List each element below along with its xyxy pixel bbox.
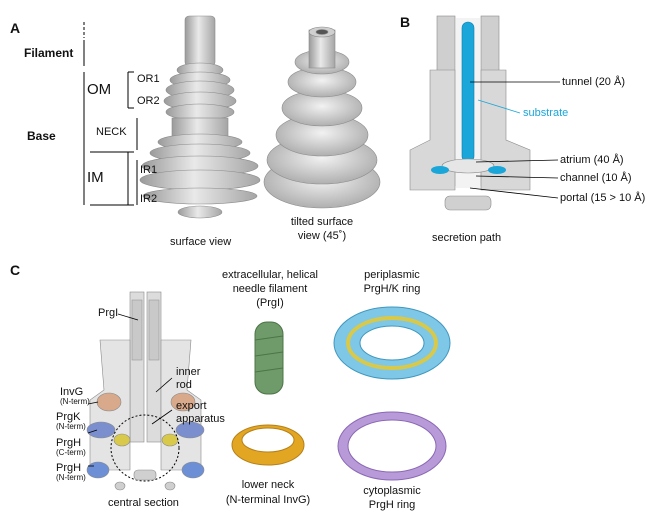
label-periplasmic-line2: PrgH/K ring — [363, 283, 421, 295]
label-ir2: IR2 — [140, 193, 158, 205]
periplasmic-ring-model — [333, 306, 451, 380]
label-periplasmic-line1: periplasmic — [364, 269, 420, 281]
label-im: IM — [87, 169, 104, 186]
panel-c-pointers — [87, 313, 173, 467]
label-prgh-n-sub: (N-term) — [56, 473, 86, 482]
label-base: Base — [27, 129, 56, 143]
label-or1: OR1 — [137, 73, 160, 85]
panel-b-pointers — [469, 81, 560, 199]
caption-tilted-line2: view (45˚) — [297, 230, 347, 242]
label-substrate: substrate — [523, 107, 569, 119]
label-prgk: PrgK — [56, 411, 81, 423]
panel-a-brackets — [83, 22, 138, 206]
lower-neck-ring-model — [231, 424, 305, 466]
label-cytoplasmic-line2: PrgH ring — [368, 499, 416, 511]
label-export-1: export — [176, 400, 207, 412]
caption-tilted-line1: tilted surface — [290, 216, 354, 228]
label-needle-line2: needle filament — [232, 283, 308, 295]
label-needle-line1: extracellular, helical — [222, 269, 318, 281]
label-channel: channel (10 Å) — [560, 172, 632, 184]
label-prgk-sub: (N-term) — [56, 422, 86, 431]
cytoplasmic-ring-model — [337, 411, 447, 481]
tilted-view-model — [263, 26, 381, 209]
label-export-2: apparatus — [176, 413, 225, 425]
secretion-path-model — [409, 15, 531, 211]
label-atrium: atrium (40 Å) — [560, 154, 624, 166]
label-prgh-n: PrgH — [56, 462, 82, 474]
label-portal: portal (15 > 10 Å) — [560, 192, 646, 204]
label-filament: Filament — [24, 46, 74, 60]
label-invg-sub: (N-term) — [60, 397, 90, 406]
label-om: OM — [87, 81, 112, 98]
label-or2: OR2 — [137, 95, 160, 107]
needle-filament-model — [254, 321, 284, 395]
caption-surface-view: surface view — [170, 236, 232, 248]
label-tunnel: tunnel (20 Å) — [562, 76, 625, 88]
panel-label-a: A — [10, 20, 21, 36]
panel-label-b: B — [400, 14, 411, 30]
label-neck: NECK — [96, 126, 127, 138]
label-lower-neck-line1: lower neck — [241, 479, 295, 491]
caption-central-section: central section — [108, 497, 179, 509]
caption-secretion-path: secretion path — [432, 232, 502, 244]
label-cytoplasmic-line1: cytoplasmic — [363, 485, 421, 497]
surface-view-model — [139, 15, 261, 219]
label-inner-rod-1: inner — [176, 366, 201, 378]
label-inner-rod-2: rod — [176, 379, 192, 391]
label-invg: InvG — [60, 386, 84, 398]
panel-label-c: C — [10, 262, 21, 278]
label-prgh-c-sub: (C-term) — [56, 448, 86, 457]
label-needle-line3: (PrgI) — [256, 297, 284, 309]
label-ir1: IR1 — [140, 164, 158, 176]
label-prgi: PrgI — [98, 307, 119, 319]
label-prgh-c: PrgH — [56, 437, 82, 449]
label-lower-neck-line2: (N-terminal InvG) — [225, 494, 311, 506]
central-section-model — [86, 291, 205, 491]
